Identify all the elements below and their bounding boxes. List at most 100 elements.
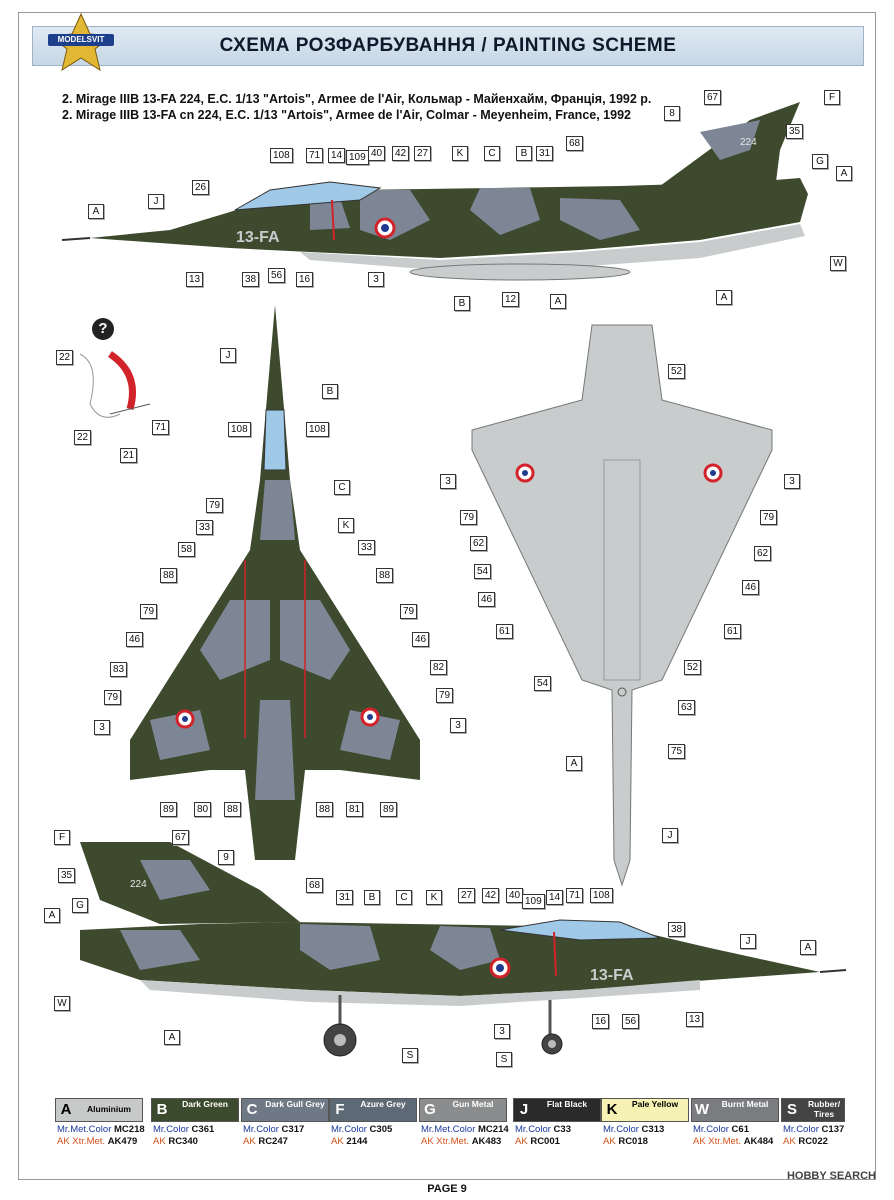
callout: 88: [376, 568, 394, 583]
callout: 46: [742, 580, 760, 595]
callout: 75: [668, 744, 686, 759]
callout: 26: [192, 180, 210, 195]
callout: A: [716, 290, 732, 305]
swatch-name: Burnt Metal: [721, 1099, 769, 1109]
callout: 14: [546, 890, 564, 905]
callout: 3: [784, 474, 800, 489]
callout: 80: [194, 802, 212, 817]
callout: A: [550, 294, 566, 309]
callout: 58: [178, 542, 196, 557]
callout: 54: [534, 676, 552, 691]
callout: 42: [482, 888, 500, 903]
swatch-ak: AK 2144: [331, 1136, 368, 1147]
swatch-letter: G: [424, 1101, 436, 1118]
callout: G: [812, 154, 828, 169]
callout: 31: [336, 890, 354, 905]
callout: 88: [224, 802, 242, 817]
callout: 27: [458, 888, 476, 903]
swatch-mr: Mr.Color C317: [243, 1124, 305, 1135]
callout: A: [164, 1030, 180, 1045]
callout: A: [836, 166, 852, 181]
callout: W: [830, 256, 846, 271]
callout: 33: [196, 520, 214, 535]
callout: 56: [622, 1014, 640, 1029]
swatch-color: K Pale Yellow: [601, 1098, 689, 1122]
callout: J: [148, 194, 164, 209]
callout: 88: [160, 568, 178, 583]
side-view-right: 13-FA 224: [60, 830, 850, 1070]
plan-top-drawing: [130, 305, 420, 860]
swatch-letter: K: [606, 1101, 618, 1118]
callout: 3: [94, 720, 110, 735]
callout: 62: [754, 546, 772, 561]
callout: 33: [358, 540, 376, 555]
callout: 42: [392, 146, 410, 161]
modelsvit-logo: MODELSVIT: [40, 12, 122, 72]
swatch-mr: Mr.Color C305: [331, 1124, 393, 1135]
page-border: [18, 12, 876, 1180]
swatch-letter: J: [519, 1101, 529, 1118]
callout: 38: [668, 922, 686, 937]
swatch-ak: AK RC001: [515, 1136, 560, 1147]
callout: 79: [104, 690, 122, 705]
callout: K: [452, 146, 468, 161]
header-bar: СХЕМА РОЗФАРБУВАННЯ / PAINTING SCHEME: [32, 26, 864, 66]
swatch-color: A Aluminium: [55, 1098, 143, 1122]
callout: 46: [412, 632, 430, 647]
callout: 108: [590, 888, 613, 903]
callout: S: [402, 1048, 418, 1063]
callout: J: [740, 934, 756, 949]
swatch-name: Gun Metal: [452, 1099, 494, 1109]
swatch-mr: Mr.Color C61: [693, 1124, 749, 1135]
callout: 108: [306, 422, 329, 437]
callout: A: [566, 756, 582, 771]
callout: B: [364, 890, 380, 905]
paint-palette: A Aluminium Mr.Met.Color MC218 AK Xtr.Me…: [55, 1098, 845, 1158]
swatch-color: F Azure Grey: [329, 1098, 417, 1122]
swatch-mr: Mr.Color C361: [153, 1124, 215, 1135]
swatch-mr: Mr.Met.Color MC214: [421, 1124, 509, 1135]
callout: 52: [668, 364, 686, 379]
swatch-name: Dark Gull Grey: [265, 1099, 325, 1109]
callout: 108: [270, 148, 293, 163]
callout: 16: [296, 272, 314, 287]
fin-serial-text: 224: [740, 137, 757, 148]
swatch-mr: Mr.Color C137: [783, 1124, 845, 1135]
swatch-color: J Flat Black: [513, 1098, 601, 1122]
swatch-ak: AK Xtr.Met. AK479: [57, 1136, 138, 1147]
callout: C: [396, 890, 412, 905]
callout: 108: [228, 422, 251, 437]
callout: K: [426, 890, 442, 905]
callout: 16: [592, 1014, 610, 1029]
page-title: СХЕМА РОЗФАРБУВАННЯ / PAINTING SCHEME: [219, 35, 677, 56]
callout: A: [800, 940, 816, 955]
callout: 61: [724, 624, 742, 639]
callout: 71: [152, 420, 170, 435]
swatch-ak: AK RC340: [153, 1136, 198, 1147]
callout: 35: [58, 868, 76, 883]
callout: 68: [566, 136, 584, 151]
callout: 9: [218, 850, 234, 865]
detail-view: [70, 344, 170, 454]
swatch-letter: W: [694, 1101, 710, 1118]
caption-ua: 2. Mirage IIIB 13-FA 224, E.C. 1/13 "Art…: [62, 92, 652, 106]
callout: 89: [380, 802, 398, 817]
detail-drawing: [79, 351, 151, 418]
fin-serial-text-right: 224: [130, 879, 147, 890]
swatch-letter: F: [335, 1101, 345, 1118]
side-code-text-right: 13-FA: [590, 967, 634, 984]
swatch-name: Pale Yellow: [631, 1099, 679, 1109]
callout: K: [338, 518, 354, 533]
callout: 79: [400, 604, 418, 619]
callout: W: [54, 996, 70, 1011]
callout: 109: [522, 894, 545, 909]
callout: 82: [430, 660, 448, 675]
callout: 68: [306, 878, 324, 893]
callout: 38: [242, 272, 260, 287]
callout: 3: [368, 272, 384, 287]
swatch-ak: AK RC247: [243, 1136, 288, 1147]
callout: 8: [664, 106, 680, 121]
callout: 71: [306, 148, 324, 163]
swatch-name: Azure Grey: [360, 1099, 406, 1109]
callout: 89: [160, 802, 178, 817]
